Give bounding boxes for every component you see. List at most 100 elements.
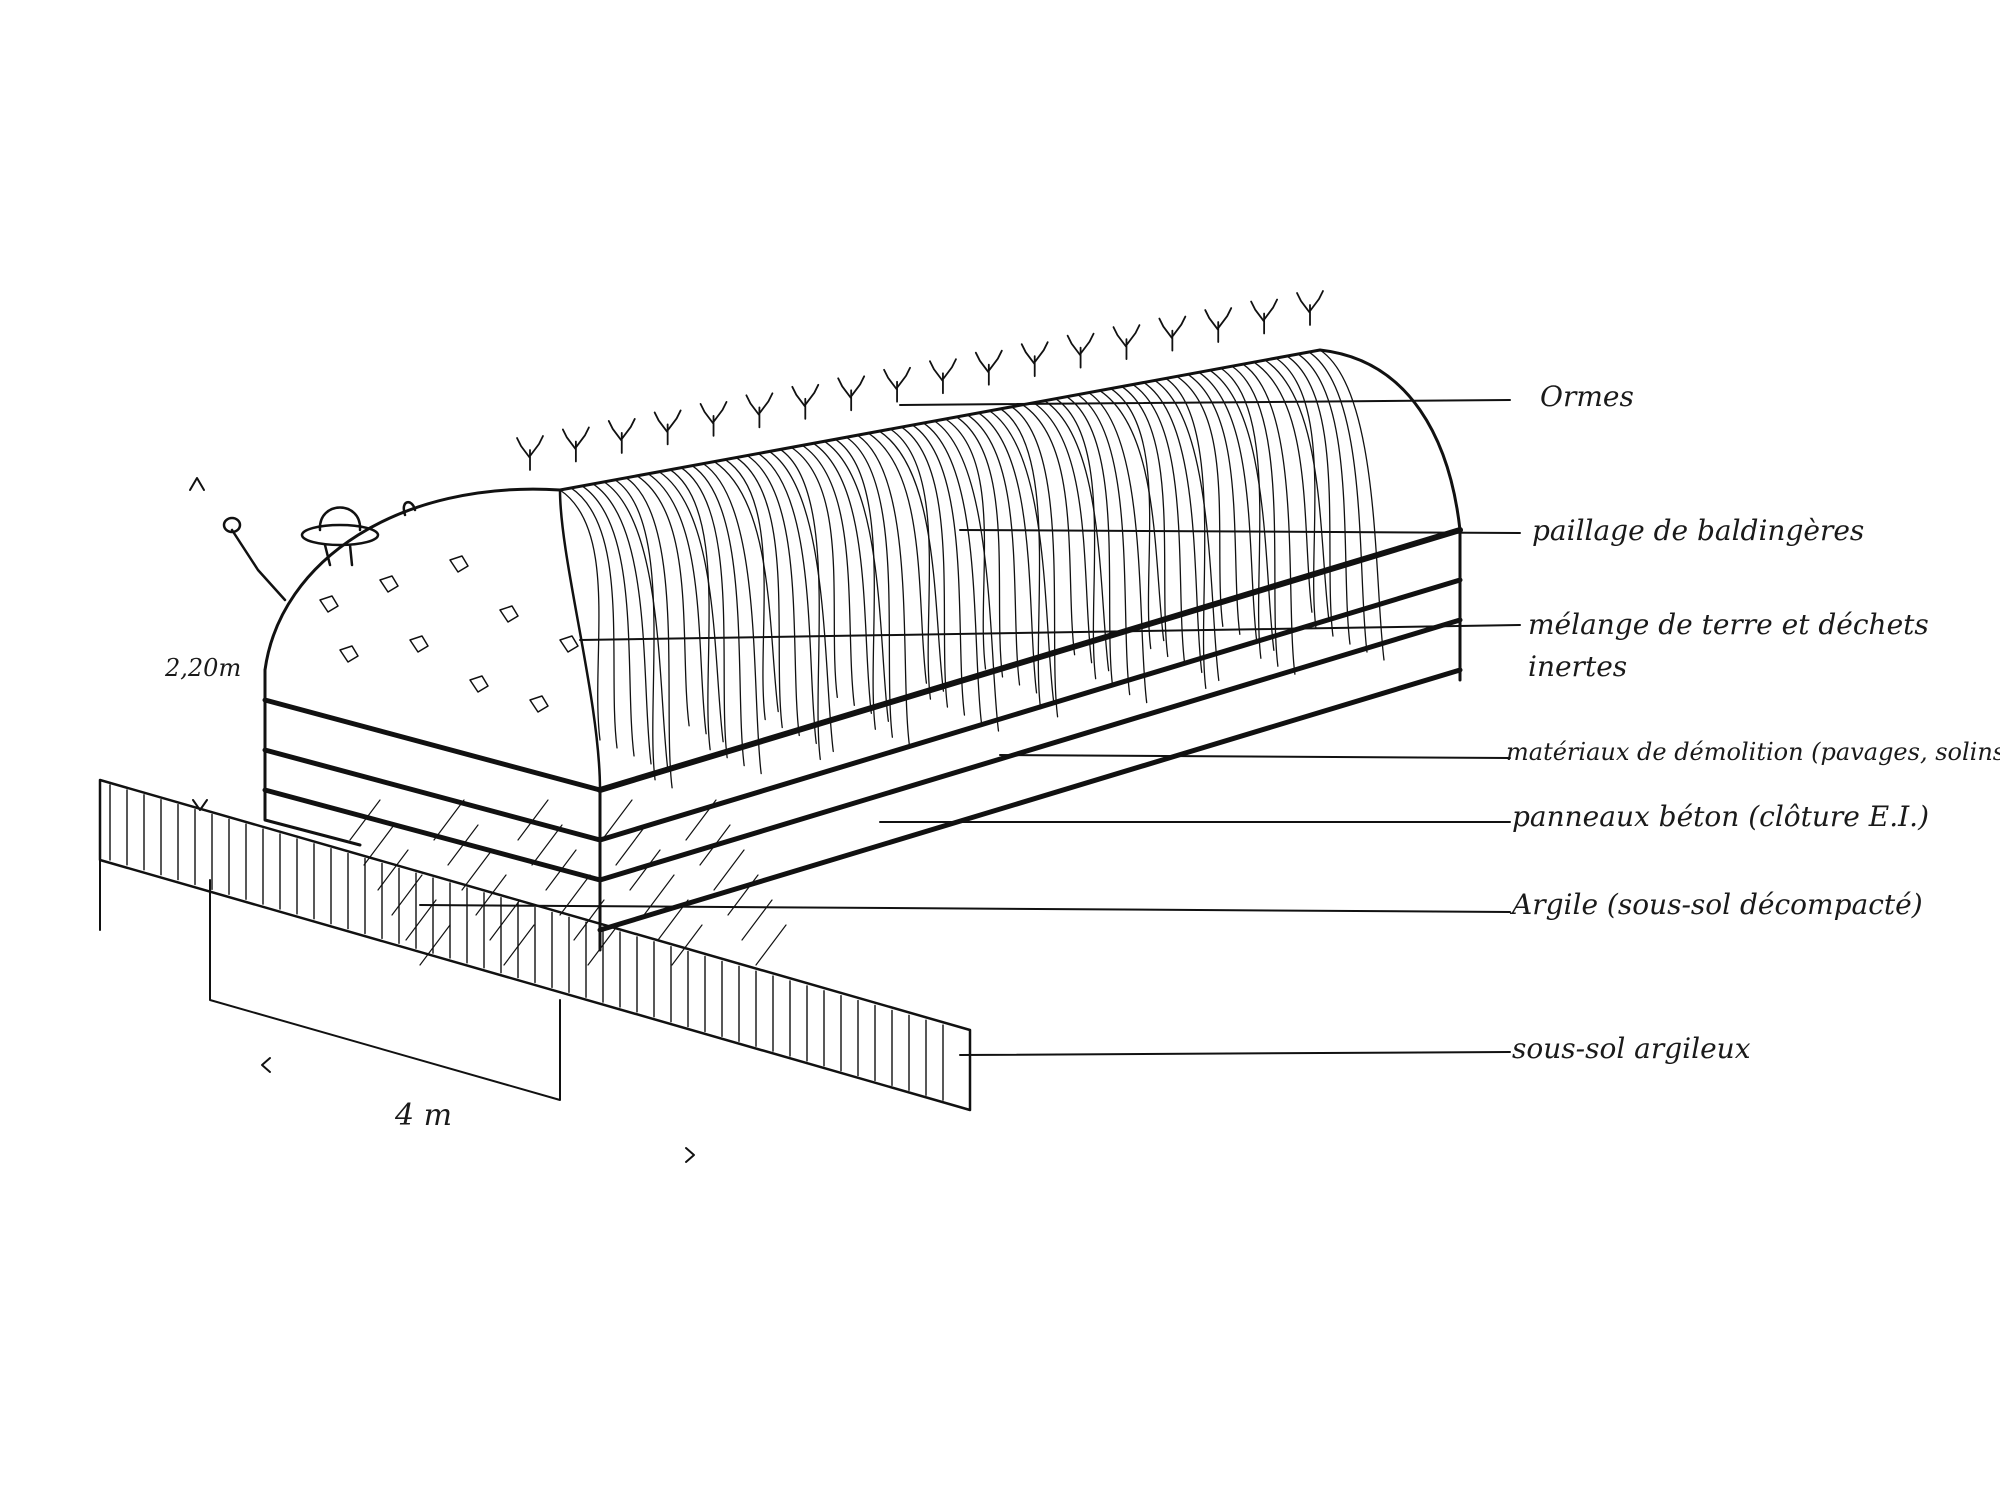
sketch-stroke: [755, 924, 787, 966]
sketch-stroke: [1088, 391, 1148, 704]
sketch-stroke: [801, 444, 855, 707]
sketch-stroke: [1021, 404, 1076, 656]
sketch-stroke: [911, 424, 966, 716]
sketch-stroke: [607, 418, 636, 454]
sketch-stroke: [977, 412, 1038, 694]
sketch-stroke: [867, 432, 928, 684]
sketch-stroke: [653, 409, 682, 446]
sketch-stroke: [900, 426, 949, 708]
sketch-stroke: [745, 392, 774, 429]
sketch-stroke: [570, 487, 618, 749]
dimension-height-label: 2,20m: [164, 654, 241, 682]
sketch-stroke: [559, 874, 591, 916]
sketch-stroke: [419, 924, 451, 966]
sketch-stroke: [790, 446, 838, 699]
sketch-stroke: [391, 874, 423, 916]
sketch-stroke: [1209, 369, 1275, 651]
sketch-stroke: [741, 899, 773, 941]
sketch-stroke: [1319, 349, 1385, 661]
sketch-stroke: [713, 460, 779, 713]
sketch-stroke: [516, 435, 544, 471]
sketch-stroke: [724, 458, 766, 721]
sketch-stroke: [614, 479, 656, 781]
sketch-stroke: [757, 452, 817, 745]
sketch-stroke: [999, 408, 1042, 710]
sketch-stroke: [1121, 385, 1169, 658]
sketch-stroke: [1112, 324, 1141, 361]
sketch-stroke: [409, 635, 429, 653]
sketch-stroke: [1055, 398, 1097, 680]
sketch-stroke: [699, 400, 728, 437]
sketch-stroke: [922, 422, 983, 724]
sketch-stroke: [929, 358, 957, 395]
sketch-stroke: [592, 483, 652, 765]
sketch-stroke: [955, 416, 1004, 678]
label-ormes: Ormes: [1540, 380, 1634, 413]
sketch-stroke: [889, 428, 932, 700]
sketch-stroke: [469, 675, 489, 693]
sketch-stroke: [856, 434, 911, 746]
sketch-stroke: [601, 799, 633, 841]
sketch-stroke: [702, 462, 762, 775]
sketch-stroke: [475, 874, 507, 916]
sketch-stroke: [363, 824, 395, 866]
label-panneaux: panneaux béton (clôture E.I.): [1512, 800, 1929, 833]
sketch-stroke: [529, 695, 549, 713]
mound-body: [262, 348, 1463, 952]
sketch-stroke: [559, 489, 601, 741]
sketch-stroke: [669, 469, 711, 751]
sketch-stroke: [988, 410, 1055, 702]
label-materiaux: matériaux de démolition (pavages, solins…: [1506, 738, 2000, 766]
sketch-stroke: [883, 366, 911, 403]
sketch-stroke: [974, 349, 1003, 386]
sketch-stroke: [691, 465, 745, 767]
subsoil-block: [98, 778, 972, 1112]
sketch-stroke: [845, 436, 894, 738]
sketch-stroke: [503, 924, 535, 966]
sketch-stroke: [489, 899, 521, 941]
label-argile: Argile (sous-sol décompacté): [1509, 888, 1923, 921]
sketch-stroke: [1204, 307, 1233, 343]
sketch-stroke: [499, 605, 519, 623]
sketch-stroke: [1158, 315, 1187, 352]
sketch-stroke: [834, 438, 877, 730]
sketch-stroke: [768, 450, 834, 753]
sketch-stroke: [1242, 363, 1296, 675]
sketch-stroke: [1275, 357, 1317, 629]
sketch-stroke: [449, 555, 469, 573]
sketch-stroke: [966, 414, 1021, 686]
sketch-stroke: [561, 426, 590, 463]
sketch-stroke: [433, 799, 465, 841]
label-melange-line2: inertes: [1528, 650, 1627, 683]
sketch-stroke: [1264, 359, 1330, 621]
sketch-stroke: [1020, 341, 1049, 378]
sketch-stroke: [779, 448, 821, 761]
sketch-stroke: [531, 824, 563, 866]
sketch-stroke: [1165, 377, 1207, 690]
sketch-stroke: [713, 849, 745, 891]
sketch-stroke: [1099, 389, 1165, 642]
sketch-stroke: [671, 924, 703, 966]
sketch-stroke: [791, 383, 820, 420]
sketch-stroke: [944, 418, 987, 670]
sketch-stroke: [1198, 371, 1258, 643]
sketch-stroke: [647, 473, 707, 735]
sketch-stroke: [837, 375, 866, 412]
sketch-stroke: [1308, 351, 1368, 653]
sketch-stroke: [1176, 375, 1224, 628]
sketch-stroke: [1043, 400, 1110, 672]
sketch-stroke: [1010, 406, 1059, 718]
label-sous-sol: sous-sol argileux: [1512, 1032, 1751, 1065]
sketch-stroke: [823, 440, 889, 722]
label-melange-line1: mélange de terre et déchets: [1528, 608, 1929, 641]
sketch-stroke: [377, 849, 409, 891]
sketch-stroke: [643, 874, 675, 916]
sketch-stroke: [319, 595, 339, 613]
sketch-stroke: [379, 575, 399, 593]
sketch-stroke: [1296, 290, 1324, 326]
sketch-stroke: [680, 467, 728, 759]
sketch-stroke: [1110, 387, 1152, 650]
label-paillage: paillage de baldingères: [1532, 514, 1864, 547]
